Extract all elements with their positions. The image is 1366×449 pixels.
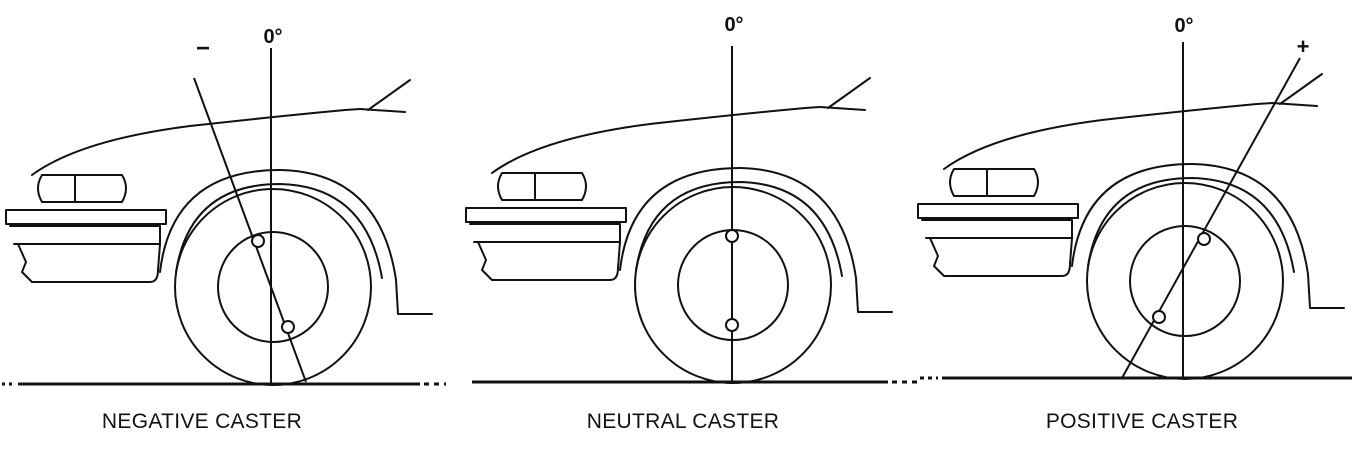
upper-ball-joint bbox=[251, 234, 265, 248]
lower-ball-joint bbox=[1152, 310, 1166, 324]
zero-degree-label: 0° bbox=[1174, 15, 1193, 37]
negative-sign-label: − bbox=[196, 35, 210, 62]
lower-ball-joint bbox=[725, 318, 739, 332]
lower-ball-joint bbox=[281, 320, 295, 334]
kingpin-axis-line bbox=[1121, 57, 1301, 379]
zero-degree-label: 0° bbox=[724, 14, 743, 36]
upper-ball-joint bbox=[725, 229, 739, 243]
upper-ball-joint bbox=[1197, 232, 1211, 246]
panel-negative-caster: 0° − bbox=[2, 26, 446, 386]
zero-degree-label: 0° bbox=[263, 26, 282, 48]
panel-neutral-caster: 0° bbox=[465, 14, 918, 384]
caption-negative-caster: NEGATIVE CASTER bbox=[101, 410, 303, 433]
caption-positive-caster: POSITIVE CASTER bbox=[1045, 410, 1239, 433]
positive-sign-label: + bbox=[1297, 34, 1310, 59]
caption-neutral-caster: NEUTRAL CASTER bbox=[586, 410, 780, 433]
panel-positive-caster: 0° + bbox=[917, 15, 1352, 380]
